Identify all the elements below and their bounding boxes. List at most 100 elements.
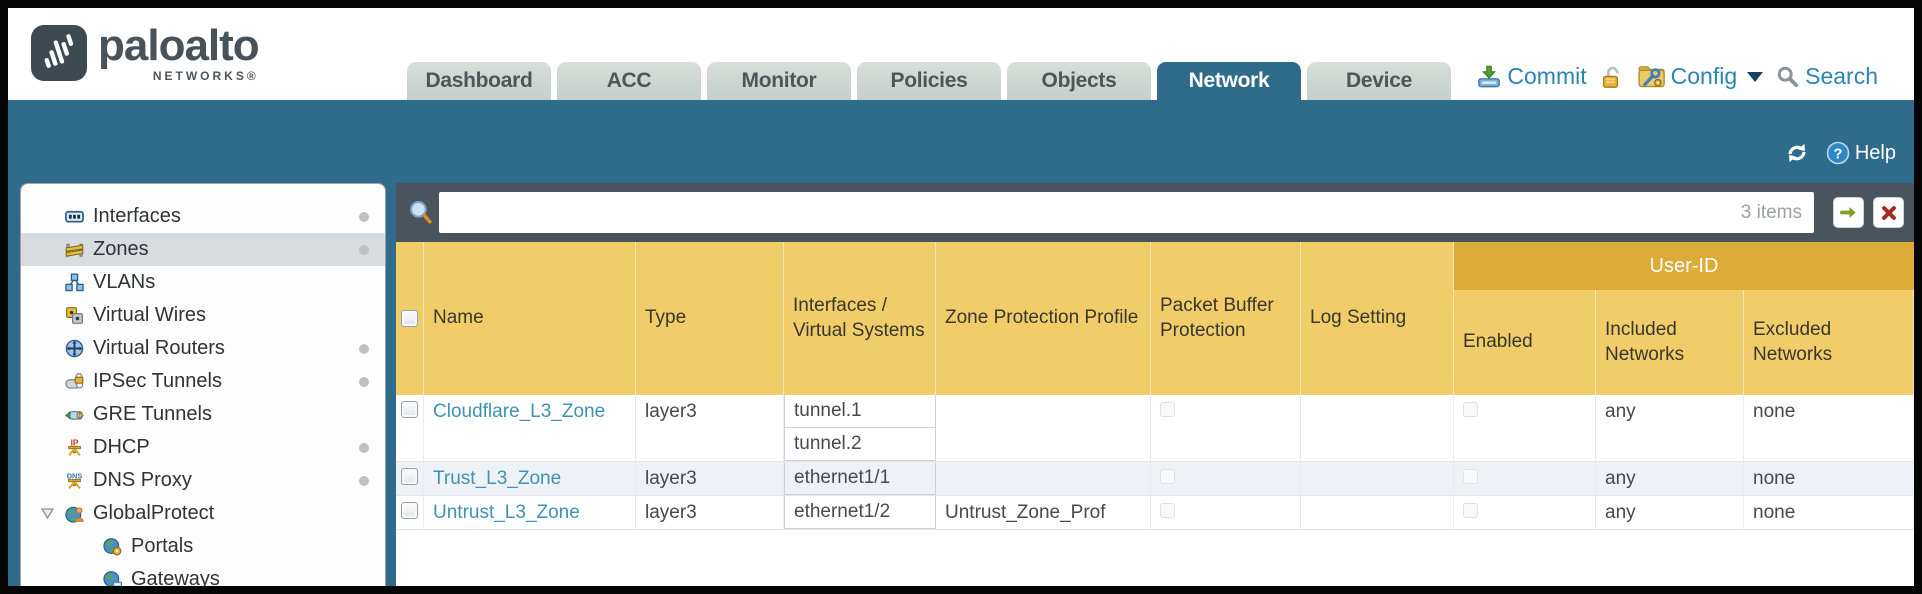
user-id-group-header: User-ID [1454, 242, 1914, 290]
interface-value: tunnel.1 [785, 395, 935, 428]
virtual-wires-icon [65, 306, 84, 325]
included-networks-cell: any [1596, 462, 1744, 495]
row-checkbox[interactable] [401, 401, 418, 418]
packet-buffer-protection-cell [1151, 496, 1301, 529]
tab-policies[interactable]: Policies [857, 62, 1001, 100]
column-header-name[interactable]: Name [424, 242, 636, 395]
tab-objects[interactable]: Objects [1007, 62, 1151, 100]
virtual-routers-icon [65, 339, 84, 358]
log-setting-cell [1301, 462, 1454, 495]
apply-filter-button[interactable] [1833, 197, 1864, 228]
status-dot [359, 376, 369, 387]
select-all-checkbox[interactable] [401, 310, 418, 327]
lock-icon[interactable] [1600, 65, 1624, 89]
packet-buffer-protection-checkbox [1160, 469, 1175, 484]
tab-device[interactable]: Device [1307, 62, 1451, 100]
search-button[interactable]: Search [1776, 63, 1878, 90]
column-header-type[interactable]: Type [636, 242, 784, 395]
sidebar-item-dns-proxy[interactable]: DNS Proxy [21, 464, 385, 497]
zone-name-link[interactable]: Untrust_L3_Zone [433, 502, 580, 523]
commit-label: Commit [1507, 63, 1587, 89]
zone-interfaces-cell: ethernet1/2 [784, 496, 936, 529]
brand-subname: NETWORKS® [152, 69, 259, 83]
tab-monitor[interactable]: Monitor [707, 62, 851, 100]
search-label: Search [1805, 63, 1878, 89]
ipsec-tunnels-icon [65, 372, 84, 391]
user-id-enabled-cell [1454, 395, 1596, 461]
config-menu[interactable]: Config [1637, 63, 1764, 90]
status-dot [359, 211, 369, 222]
tab-network[interactable]: Network [1157, 62, 1301, 100]
commit-button[interactable]: Commit [1477, 63, 1587, 90]
sidebar-item-label: Gateways [131, 568, 220, 586]
sidebar-item-ipsec-tunnels[interactable]: IPSec Tunnels [21, 365, 385, 398]
select-all-cell [396, 242, 424, 395]
column-header-excluded-networks[interactable]: Excluded Networks [1744, 290, 1914, 395]
row-select-cell [396, 496, 424, 529]
user-id-enabled-checkbox [1463, 402, 1478, 417]
column-header-interfaces-virtual-systems[interactable]: Interfaces / Virtual Systems [784, 242, 936, 395]
user-id-enabled-checkbox [1463, 503, 1478, 518]
sidebar-item-vlans[interactable]: VLANs [21, 266, 385, 299]
user-id-enabled-cell [1454, 496, 1596, 529]
sidebar-item-label: IPSec Tunnels [93, 370, 222, 392]
items-count: 3 items [1740, 202, 1802, 223]
sidebar-item-gateways[interactable]: Gateways [21, 563, 385, 586]
clear-x-icon [1880, 204, 1898, 222]
help-button[interactable]: Help [1826, 141, 1896, 165]
column-header-log-setting[interactable]: Log Setting [1301, 242, 1454, 395]
search-icon [1776, 65, 1799, 88]
vlans-icon [65, 273, 84, 292]
column-header-enabled[interactable]: Enabled [1454, 290, 1596, 395]
sidebar-item-gre-tunnels[interactable]: GRE Tunnels [21, 398, 385, 431]
sidebar-item-interfaces[interactable]: Interfaces [21, 200, 385, 233]
sidebar-item-dhcp[interactable]: DHCP [21, 431, 385, 464]
sidebar-item-portals[interactable]: Portals [21, 530, 385, 563]
zone-protection-profile-cell [936, 395, 1151, 461]
packet-buffer-protection-cell [1151, 462, 1301, 495]
paloalto-logo: paloalto NETWORKS® [30, 21, 260, 83]
filter-input[interactable] [439, 192, 1814, 233]
zone-protection-profile-cell [936, 462, 1151, 495]
excluded-networks-cell: none [1744, 496, 1914, 529]
zone-name-link[interactable]: Cloudflare_L3_Zone [433, 401, 606, 422]
refresh-icon[interactable] [1784, 140, 1810, 166]
sidebar-item-label: Interfaces [93, 205, 181, 227]
row-checkbox[interactable] [401, 468, 418, 485]
page-tools: Help [1784, 140, 1896, 166]
packet-buffer-protection-cell [1151, 395, 1301, 461]
row-select-cell [396, 395, 424, 461]
packet-buffer-protection-checkbox [1160, 503, 1175, 518]
zone-protection-profile-cell: Untrust_Zone_Prof [936, 496, 1151, 529]
brand-name: paloalto [98, 21, 260, 70]
zone-name-cell: Cloudflare_L3_Zone [424, 395, 636, 461]
sidebar-item-globalprotect[interactable]: GlobalProtect [21, 497, 385, 530]
dhcp-icon [65, 438, 84, 457]
portals-icon [103, 537, 122, 556]
tab-dashboard[interactable]: Dashboard [407, 62, 551, 100]
expander-open-icon[interactable] [41, 508, 54, 519]
status-dot [359, 244, 369, 255]
row-select-cell [396, 462, 424, 495]
help-icon [1826, 141, 1850, 165]
dns-proxy-icon [65, 471, 84, 490]
tab-acc[interactable]: ACC [557, 62, 701, 100]
sidebar-item-label: Virtual Wires [93, 304, 206, 326]
sidebar-item-zones[interactable]: Zones [21, 233, 385, 266]
column-header-zone-protection-profile[interactable]: Zone Protection Profile [936, 242, 1151, 395]
clear-filter-button[interactable] [1873, 197, 1904, 228]
column-header-packet-buffer-protection[interactable]: Packet Buffer Protection [1151, 242, 1301, 395]
sidebar-item-virtual-routers[interactable]: Virtual Routers [21, 332, 385, 365]
zone-name-cell: Trust_L3_Zone [424, 462, 636, 495]
row-checkbox[interactable] [401, 502, 418, 519]
zone-name-link[interactable]: Trust_L3_Zone [433, 468, 562, 489]
column-header-included-networks[interactable]: Included Networks [1596, 290, 1744, 395]
status-dot [359, 442, 369, 453]
sidebar-item-virtual-wires[interactable]: Virtual Wires [21, 299, 385, 332]
